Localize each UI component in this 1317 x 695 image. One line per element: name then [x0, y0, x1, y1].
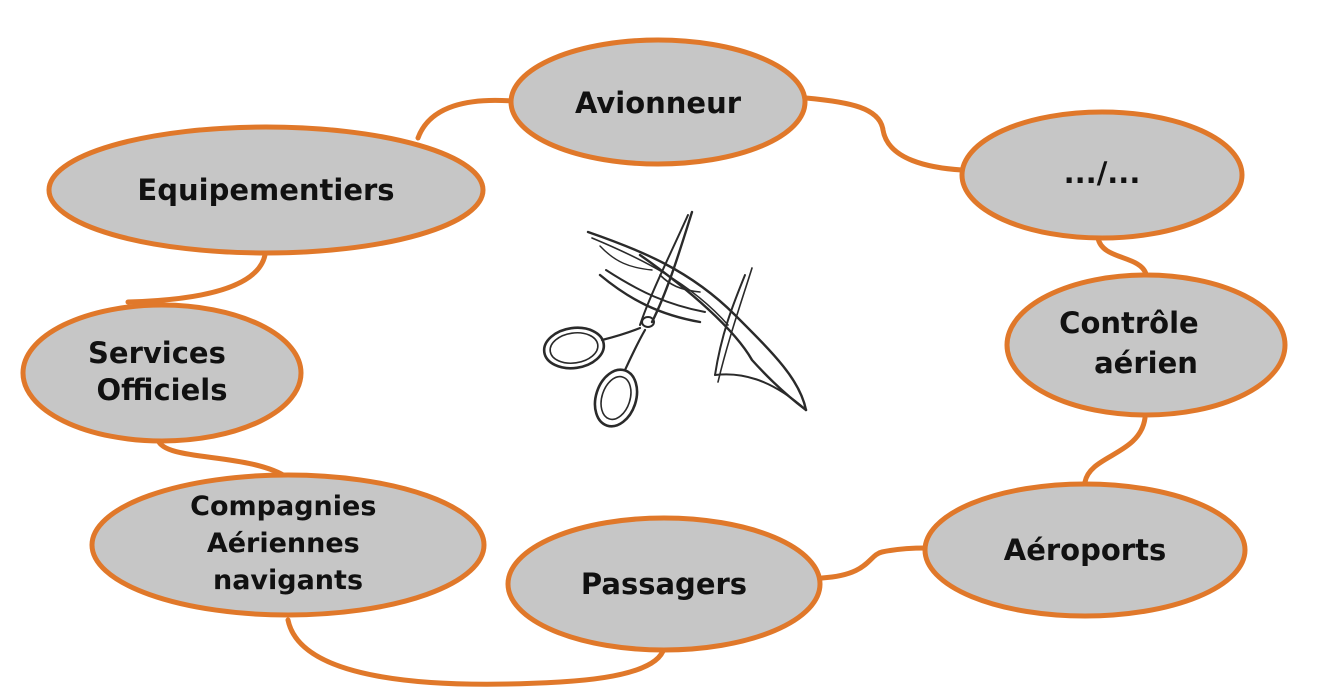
node-ellipse — [46, 124, 486, 256]
svg-text:.../...: .../... — [1064, 156, 1141, 190]
svg-text:Avionneur: Avionneur — [575, 86, 742, 120]
svg-text:Passagers: Passagers — [581, 567, 747, 601]
link-avionneur-equipementiers — [415, 97, 515, 141]
svg-text:Compagnies Aériennes: Compagnies Aériennes navigants — [190, 491, 386, 596]
links — [125, 95, 1149, 687]
svg-text:Equipementiers: Equipementiers — [137, 173, 394, 207]
node-ellipse — [959, 109, 1245, 241]
svg-text:Services Officiels: Services Officiels — [88, 336, 236, 407]
node-passagers: Passagers — [505, 515, 823, 653]
node-label-line: Passagers — [581, 567, 747, 601]
link-compagnies-passagers — [285, 617, 667, 687]
link-equipementiers-services — [125, 252, 268, 305]
node-label-line: Aéroports — [1004, 533, 1166, 567]
link-services-compagnies — [155, 437, 291, 481]
node-controle-aerien: Contrôle aérien — [1004, 272, 1288, 418]
node-label-line: Contrôle — [1059, 306, 1199, 340]
node-label-line: Services — [88, 336, 226, 370]
node-label-line: Officiels — [97, 373, 228, 407]
node-ellipse — [20, 302, 304, 444]
node-equipementiers: Equipementiers — [46, 124, 486, 256]
svg-text:Contrôle aérien: Contrôle aérien — [1059, 306, 1209, 380]
scissors-cutting-ribbon-icon — [542, 210, 808, 428]
link-etc-controle — [1095, 235, 1149, 277]
node-compagnies: Compagnies Aériennes navigants — [89, 472, 487, 618]
node-aeroports: Aéroports — [922, 481, 1248, 619]
node-label-line: Avionneur — [575, 86, 742, 120]
link-avionneur-etc — [803, 95, 965, 173]
node-etc: .../... — [959, 109, 1245, 241]
node-ellipse — [505, 515, 823, 653]
node-ellipse — [922, 481, 1248, 619]
node-ellipse — [508, 37, 808, 167]
node-ellipse — [89, 472, 487, 618]
node-label-line: Compagnies — [190, 491, 376, 522]
node-label-line: aérien — [1094, 346, 1198, 380]
node-ellipse — [1004, 272, 1288, 418]
link-controle-aeroports — [1082, 415, 1148, 485]
node-label-line: Equipementiers — [137, 173, 394, 207]
node-label-line: .../... — [1064, 156, 1141, 190]
svg-text:Aéroports: Aéroports — [1004, 533, 1166, 567]
node-label-line: navigants — [213, 565, 363, 596]
link-passagers-aeroports — [819, 545, 929, 581]
node-avionneur: Avionneur — [508, 37, 808, 167]
node-services-officiels: Services Officiels — [20, 302, 304, 444]
node-label-line: Aériennes — [207, 528, 360, 559]
